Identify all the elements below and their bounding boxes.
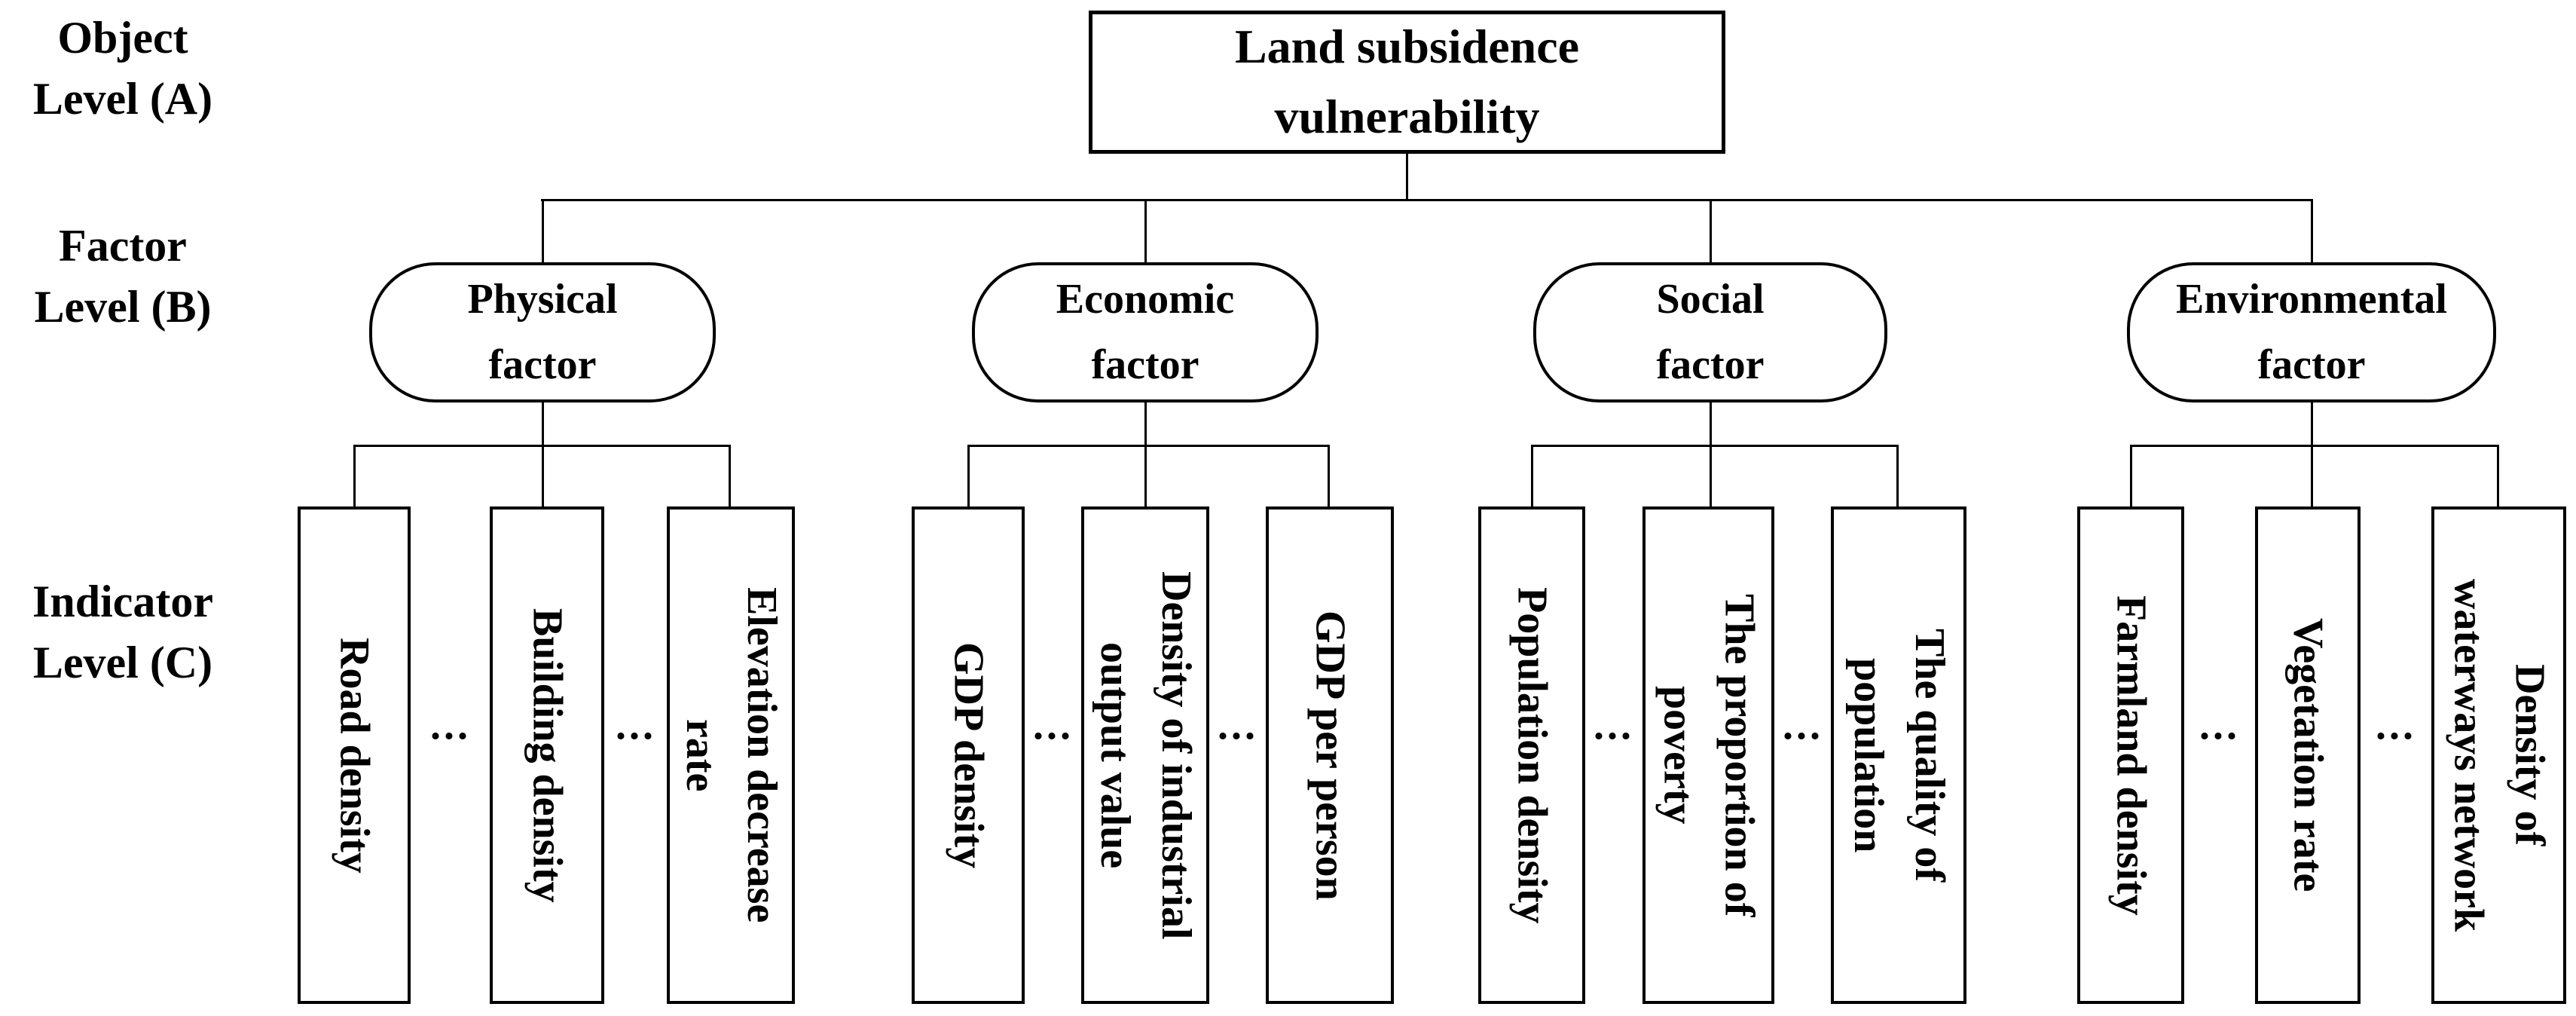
connector-economic-center [1144, 402, 1147, 506]
ellipsis-dots: ... [1594, 702, 1634, 748]
node-indicator-quality-of-population: The quality of population [1831, 506, 1966, 1004]
indicator-label-line: GDP per person [1306, 610, 1354, 901]
ellipsis-dots: ... [2376, 702, 2416, 748]
level-label-line: Level (A) [32, 74, 213, 124]
connector-environmental-stub [2311, 200, 2313, 262]
node-indicator-road-density: Road density [298, 506, 411, 1004]
connector-social-right [1896, 445, 1899, 506]
connector-physical-crossbar [353, 445, 731, 447]
node-factor-physical: Physical factor [369, 262, 716, 402]
indicator-label-line: GDP density [945, 641, 992, 869]
ellipsis-dots: ... [616, 702, 656, 748]
level-label-line: Indicator [32, 577, 213, 626]
factor-label-line: Economic [1056, 276, 1235, 323]
indicator-label-line: The proportion of [1716, 593, 1763, 917]
connector-environmental-right [2497, 445, 2499, 506]
factor-label-line: factor [2257, 341, 2366, 388]
indicator-label-line: poverty [1655, 686, 1702, 825]
connector-economic-left [967, 445, 970, 506]
indicator-label-line: Density of [2506, 664, 2553, 846]
level-label-factor: Factor Level (B) [6, 216, 240, 338]
factor-label-line: Environmental [2176, 276, 2447, 323]
connector-social-center [1710, 402, 1712, 506]
factor-label-line: Social [1656, 276, 1765, 323]
connector-physical-right [729, 445, 731, 506]
node-indicator-gdp-per-person: GDP per person [1266, 506, 1394, 1004]
indicator-label-line: rate [677, 718, 724, 792]
node-factor-economic: Economic factor [972, 262, 1319, 402]
connector-economic-right [1328, 445, 1330, 506]
connector-physical-center [542, 402, 544, 506]
level-label-indicator: Indicator Level (C) [6, 571, 240, 693]
indicator-label-line: population [1845, 657, 1892, 853]
connector-factors-crossbar [541, 199, 2313, 201]
node-indicator-building-density: Building density [490, 506, 604, 1004]
root-label-line: vulnerability [1274, 90, 1540, 143]
connector-social-crossbar [1531, 445, 1899, 447]
level-label-line: Level (B) [34, 282, 212, 332]
ellipsis-dots: ... [2199, 702, 2240, 748]
indicator-label-line: The quality of [1906, 628, 1954, 883]
factor-label-line: factor [1656, 341, 1765, 388]
connector-physical-left [353, 445, 356, 506]
node-factor-environmental: Environmental factor [2127, 262, 2496, 402]
indicator-label-line: Farmland density [2107, 595, 2155, 916]
level-label-line: Object [57, 13, 188, 63]
connector-social-left [1531, 445, 1533, 506]
indicator-label-line: Vegetation rate [2284, 618, 2332, 892]
node-indicator-density-of-waterways-network: Density of waterways network [2431, 506, 2566, 1004]
level-label-line: Factor [59, 221, 187, 271]
connector-economic-crossbar [967, 445, 1330, 447]
factor-label-line: factor [488, 341, 597, 388]
indicator-label-line: Density of industrial [1153, 571, 1200, 940]
connector-root-stem [1406, 154, 1408, 200]
connector-environmental-left [2130, 445, 2132, 506]
ellipsis-dots: ... [430, 702, 471, 748]
ellipsis-dots: ... [1783, 702, 1823, 748]
ellipsis-dots: ... [1033, 702, 1074, 748]
root-label-line: Land subsidence [1234, 20, 1580, 74]
indicator-label-line: waterways network [2445, 578, 2492, 932]
connector-environmental-center [2311, 402, 2313, 506]
node-indicator-proportion-of-poverty: The proportion of poverty [1642, 506, 1774, 1004]
connector-social-stub [1710, 200, 1712, 262]
node-factor-social: Social factor [1533, 262, 1887, 402]
level-label-object: Object Level (A) [6, 8, 240, 130]
node-indicator-density-of-industrial-output-value: Density of industrial output value [1081, 506, 1209, 1004]
node-indicator-population-density: Population density [1478, 506, 1585, 1004]
level-label-line: Level (C) [32, 638, 213, 687]
node-indicator-elevation-decrease-rate: Elevation decrease rate [667, 506, 795, 1004]
node-indicator-farmland-density: Farmland density [2077, 506, 2184, 1004]
node-land-subsidence-vulnerability: Land subsidence vulnerability [1089, 11, 1725, 154]
connector-environmental-crossbar [2130, 445, 2499, 447]
indicator-label-line: Population density [1508, 586, 1556, 924]
connector-economic-stub [1144, 200, 1147, 262]
factor-label-line: factor [1091, 341, 1199, 388]
indicator-label-line: Road density [331, 637, 378, 874]
indicator-label-line: Building density [524, 607, 571, 903]
node-indicator-vegetation-rate: Vegetation rate [2255, 506, 2361, 1004]
indicator-label-line: Elevation decrease [738, 587, 786, 923]
node-indicator-gdp-density: GDP density [912, 506, 1025, 1004]
ellipsis-dots: ... [1218, 702, 1258, 748]
indicator-label-line: output value [1092, 641, 1138, 869]
connector-physical-stub [542, 200, 544, 262]
factor-label-line: Physical [467, 276, 618, 323]
